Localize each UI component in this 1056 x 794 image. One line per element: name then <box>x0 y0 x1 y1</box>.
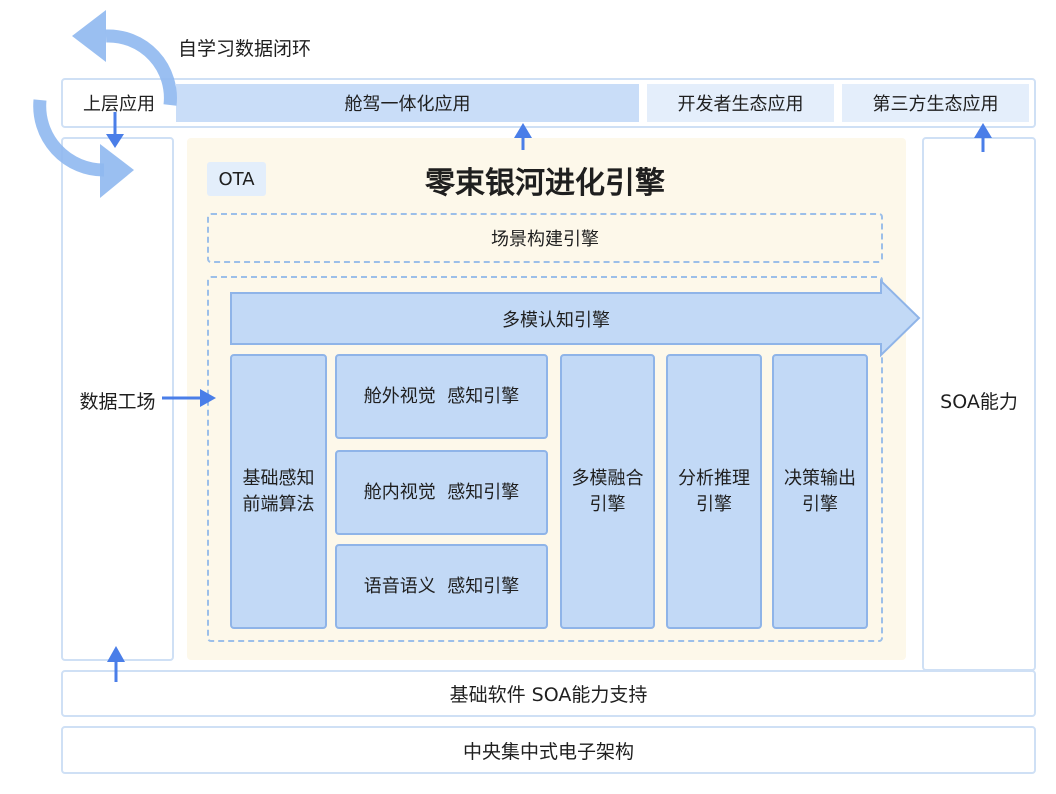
analysis-reasoning-label: 分析推理 引擎 <box>678 467 750 515</box>
engine-title-wrap: 零束银河进化引擎 <box>340 158 750 202</box>
ota-label: OTA <box>218 168 255 190</box>
voice-semantic-box: 语音语义 感知引擎 <box>335 544 548 629</box>
exterior-vision-label: 舱外视觉 感知引擎 <box>363 385 520 407</box>
soa-capability-label: SOA能力 <box>940 390 1018 413</box>
voice-semantic-label: 语音语义 感知引擎 <box>363 575 520 597</box>
data-factory-label-wrap: 数据工场 <box>61 380 174 420</box>
third-party-app-label: 第三方生态应用 <box>872 94 999 115</box>
loop-label-wrap: 自学习数据闭环 <box>178 34 338 60</box>
central-architecture-label: 中央集中式电子架构 <box>462 740 634 763</box>
developer-app-label: 开发者生态应用 <box>677 94 804 115</box>
loop-label: 自学习数据闭环 <box>178 38 312 60</box>
base-software-label-wrap: 基础软件 SOA能力支持 <box>61 670 1036 717</box>
basic-perception-label: 基础感知 前端算法 <box>242 467 315 515</box>
cockpit-driving-app-box: 舱驾一体化应用 <box>176 84 639 122</box>
interior-vision-box: 舱内视觉 感知引擎 <box>335 450 548 535</box>
multimodal-fusion-box: 多模融合 引擎 <box>560 354 655 629</box>
perception-region <box>207 276 883 642</box>
exterior-vision-box: 舱外视觉 感知引擎 <box>335 354 548 439</box>
analysis-reasoning-box: 分析推理 引擎 <box>666 354 762 629</box>
decision-output-box: 决策输出 引擎 <box>772 354 868 629</box>
ota-badge: OTA <box>207 162 266 196</box>
third-party-app-box: 第三方生态应用 <box>842 84 1029 122</box>
developer-app-box: 开发者生态应用 <box>647 84 834 122</box>
basic-perception-box: 基础感知 前端算法 <box>230 354 327 629</box>
multimodal-cognition-label: 多模认知引擎 <box>502 310 610 331</box>
data-factory-panel <box>61 137 174 661</box>
soa-capability-label-wrap: SOA能力 <box>922 380 1036 420</box>
cockpit-driving-app-label: 舱驾一体化应用 <box>344 94 471 115</box>
interior-vision-label: 舱内视觉 感知引擎 <box>363 481 520 503</box>
decision-output-label: 决策输出 引擎 <box>784 467 856 515</box>
base-software-panel <box>61 670 1036 717</box>
soa-capability-panel <box>922 137 1036 671</box>
scene-engine-box: 场景构建引擎 <box>207 213 883 263</box>
multimodal-fusion-label: 多模融合 引擎 <box>571 467 644 515</box>
upper-app-box: 上层应用 <box>66 84 172 122</box>
central-architecture-box: 中央集中式电子架构 <box>61 726 1036 774</box>
data-factory-label: 数据工场 <box>79 390 156 413</box>
base-software-label: 基础软件 SOA能力支持 <box>449 684 648 706</box>
engine-title: 零束银河进化引擎 <box>425 166 665 201</box>
multimodal-cognition-label-wrap: 多模认知引擎 <box>231 294 881 344</box>
upper-app-label: 上层应用 <box>83 94 155 115</box>
scene-engine-label: 场景构建引擎 <box>491 229 599 250</box>
